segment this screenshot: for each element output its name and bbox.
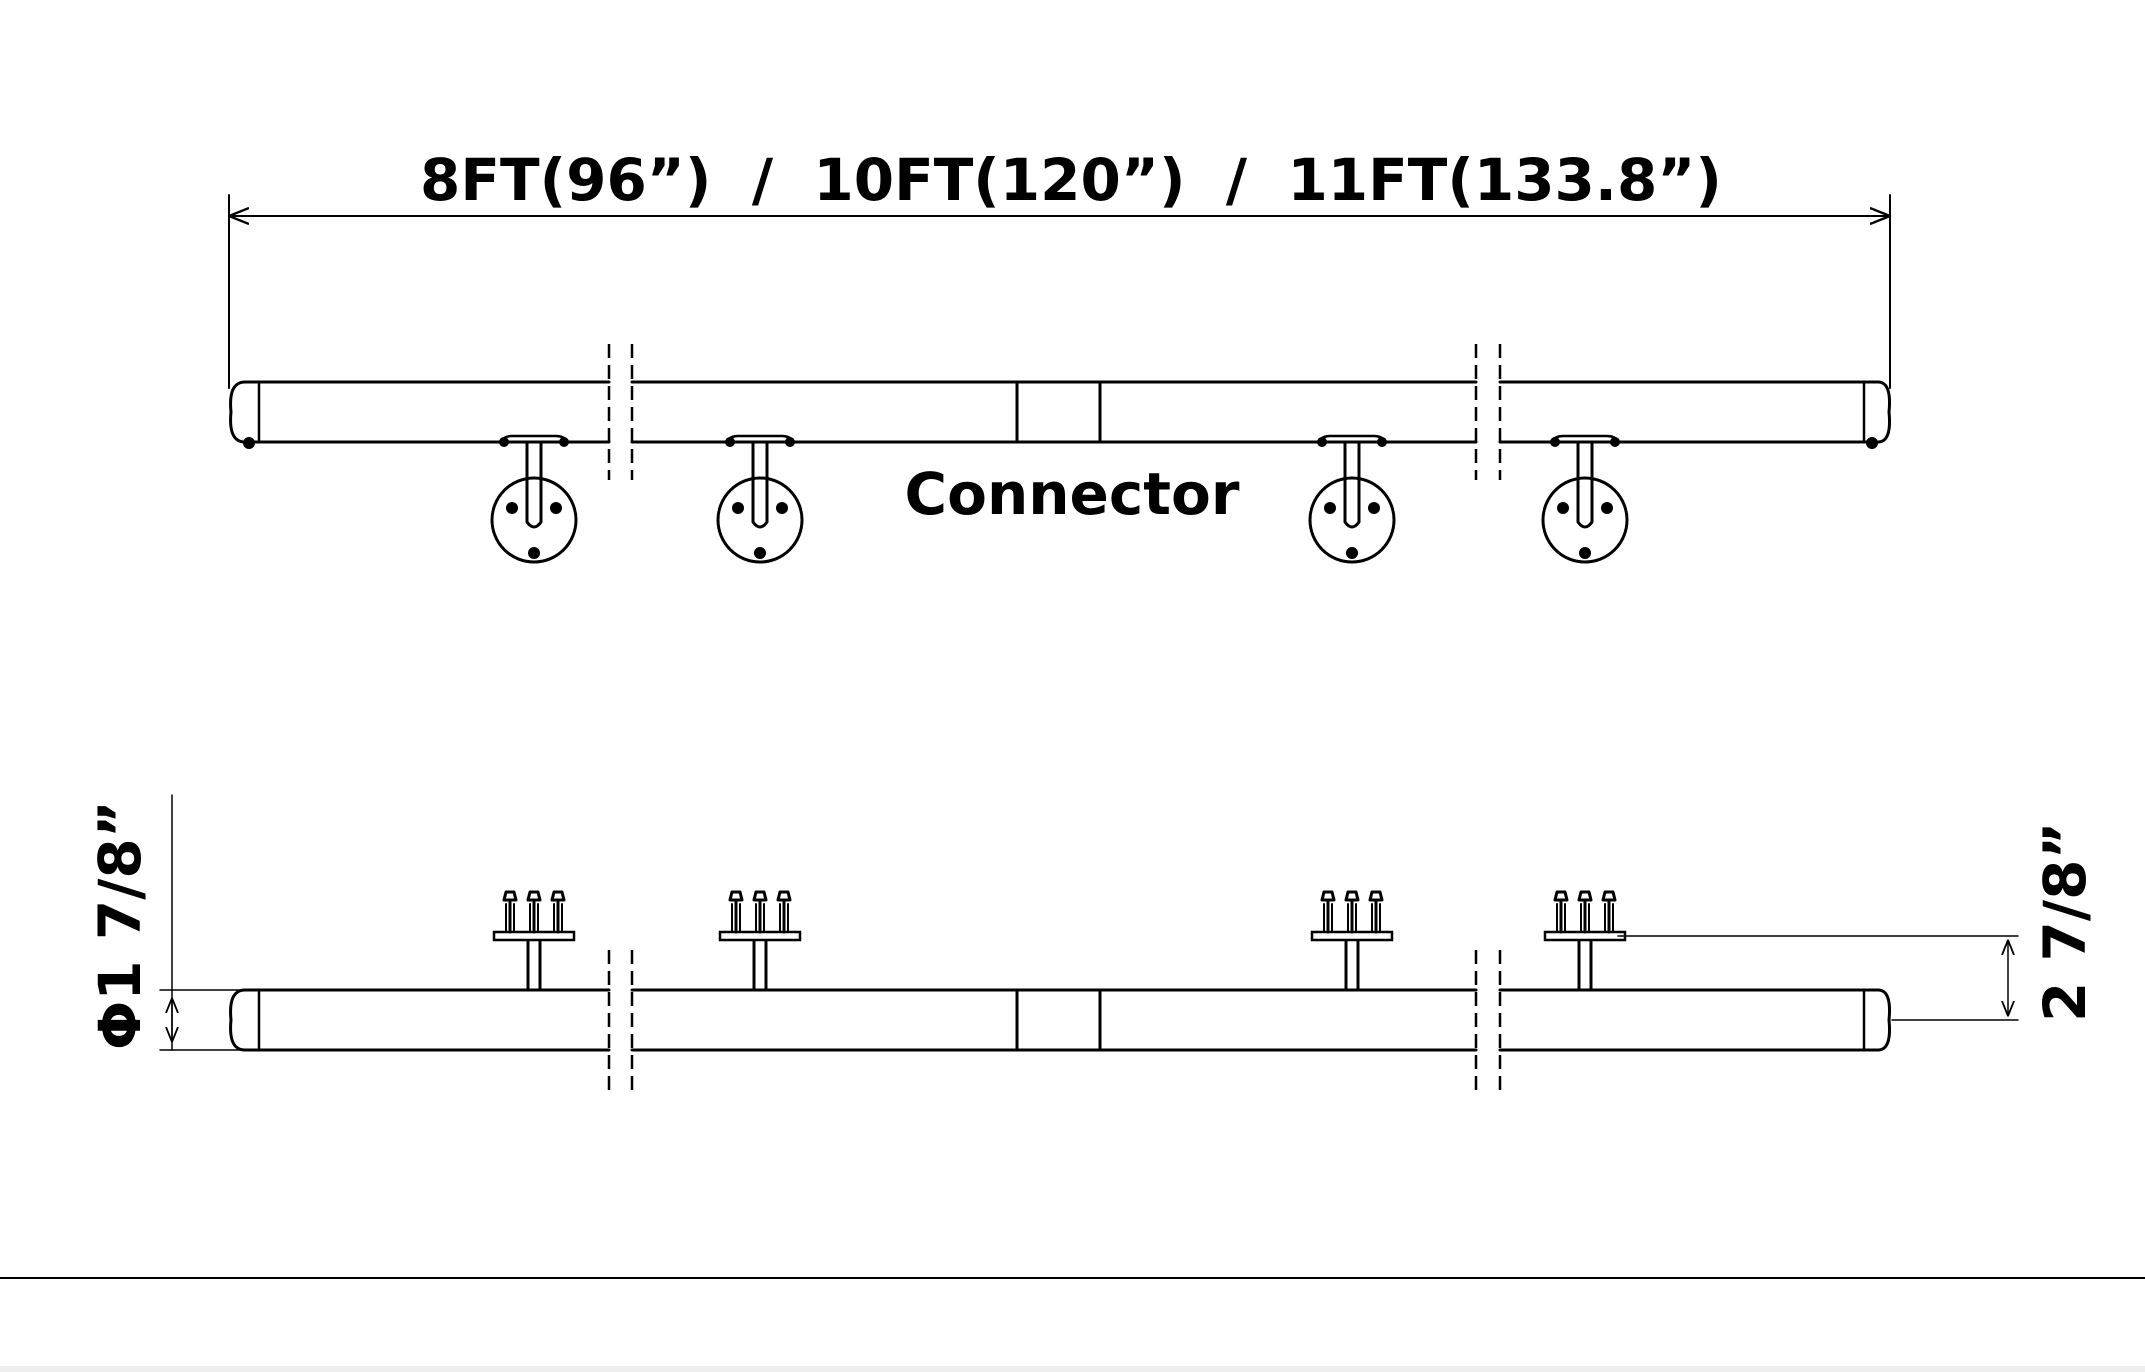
side-rail-connector — [1015, 988, 1102, 1052]
bracket-front-3 — [1308, 434, 1396, 564]
height-dimension: 2 7/8” — [1617, 821, 2099, 1022]
height-label: 2 7/8” — [2031, 821, 2099, 1022]
length-dimension: 8FT(96”) / 10FT(120”) / 11FT(133.8”) — [228, 146, 1891, 389]
length-label: 8FT(96”) / 10FT(120”) / 11FT(133.8”) — [420, 146, 1722, 214]
diameter-label: Φ1 7/8” — [86, 800, 154, 1050]
bracket-side-2 — [718, 890, 802, 992]
top-view: 8FT(96”) / 10FT(120”) / 11FT(133.8”) — [228, 146, 1891, 564]
top-rail — [229, 344, 1891, 480]
side-break-marks — [607, 950, 1502, 1090]
bracket-side-4 — [1543, 890, 1627, 992]
bracket-side-1 — [492, 890, 576, 992]
rail-connector — [1015, 380, 1102, 444]
diameter-dimension: Φ1 7/8” — [86, 794, 246, 1051]
bracket-front-1 — [490, 434, 578, 564]
break-marks — [607, 344, 1502, 480]
bracket-side-3 — [1310, 890, 1394, 992]
bottom-band — [0, 1366, 2145, 1372]
side-view: Φ1 7/8” 2 7/8” — [86, 794, 2099, 1090]
side-rail — [229, 950, 1891, 1090]
connector-label: Connector — [905, 460, 1240, 528]
bracket-front-4 — [1541, 434, 1629, 564]
bracket-front-2 — [716, 434, 804, 564]
